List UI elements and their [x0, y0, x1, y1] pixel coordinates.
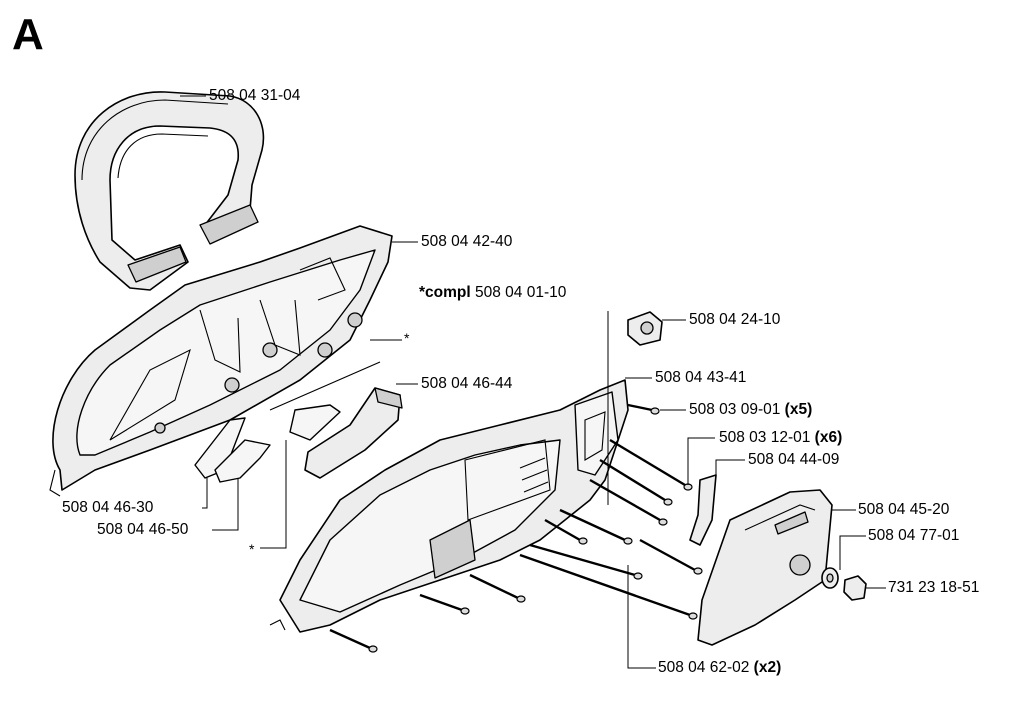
screws-part: [329, 403, 703, 653]
part-number: 508 04 77-01: [868, 527, 960, 544]
part-number: 731 23 18-51: [888, 579, 980, 596]
quantity: (x6): [814, 429, 843, 446]
section-letter: A: [12, 10, 44, 59]
part-number: 508 03 12-01: [719, 429, 811, 446]
small-levers-part: [194, 361, 403, 483]
part-number: 508 04 46-30: [62, 499, 154, 516]
quantity: (x2): [753, 659, 782, 676]
part-number: 508 04 43-41: [655, 369, 747, 386]
left-cover-part: [49, 225, 393, 497]
part-number: 508 04 01-10: [475, 284, 567, 301]
part-number: 508 04 42-40: [421, 233, 513, 250]
part-number: 508 04 24-10: [689, 311, 781, 328]
callout-handle: 508 04 31-04: [209, 87, 300, 105]
callout-long-screw: 508 04 62-02 (x2): [658, 659, 781, 677]
part-number: 508 03 09-01: [689, 401, 781, 418]
callout-lever: 508 04 46-30: [62, 499, 153, 517]
callout-washer: 508 04 77-01: [868, 527, 959, 545]
front-handle-part: [74, 91, 265, 291]
callout-screw-a: 508 03 09-01 (x5): [689, 401, 812, 419]
callout-strip: 508 04 44-09: [748, 451, 839, 469]
callout-lever2: 508 04 46-50: [97, 521, 188, 539]
callout-spring-plate: 508 04 46-44: [421, 375, 512, 393]
asterisk-marker: *: [404, 330, 410, 346]
callout-cover-right: 508 04 43-41: [655, 369, 746, 387]
callout-screw-b: 508 03 12-01 (x6): [719, 429, 842, 447]
part-number: 508 04 62-02: [658, 659, 750, 676]
leader-lines: [180, 95, 886, 669]
callout-cover-left: 508 04 42-40: [421, 233, 512, 251]
quantity: (x5): [784, 401, 813, 418]
side-cover-part: [697, 489, 833, 646]
knob-part: [627, 311, 663, 346]
compl-prefix: *compl: [419, 284, 471, 301]
part-number: 508 04 46-50: [97, 521, 189, 538]
asterisk-marker: *: [249, 541, 255, 557]
part-number: 508 04 31-04: [209, 87, 301, 104]
part-number: 508 04 45-20: [858, 501, 950, 518]
washer-nut-part: [821, 567, 867, 601]
callout-compl: *compl 508 04 01-10: [419, 284, 566, 302]
right-cover-part: [269, 379, 629, 633]
callout-knob: 508 04 24-10: [689, 311, 780, 329]
callout-nut: 731 23 18-51: [888, 579, 979, 597]
part-number: 508 04 46-44: [421, 375, 513, 392]
strip-part: [689, 474, 717, 546]
callout-side-cover: 508 04 45-20: [858, 501, 949, 519]
part-number: 508 04 44-09: [748, 451, 840, 468]
